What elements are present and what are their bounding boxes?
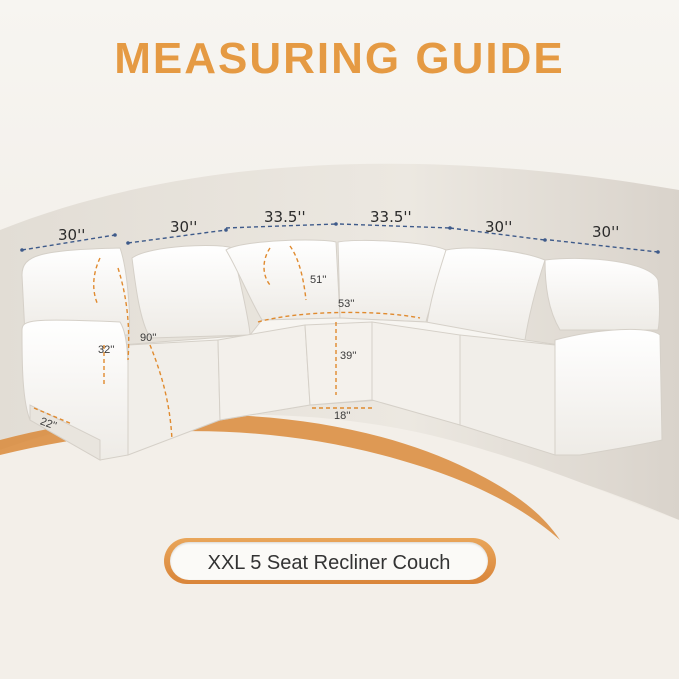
label-corner-depth: 18'' (334, 410, 351, 422)
dimension-label-right-arm-seat: 30'' (592, 223, 620, 241)
badge-inner: XXL 5 Seat Recliner Couch (170, 542, 488, 580)
badge-text: XXL 5 Seat Recliner Couch (207, 552, 451, 574)
dimension-label-left-arm-seat: 30'' (58, 226, 86, 244)
dimension-label-seat-3: 33.5'' (264, 208, 306, 226)
top-dimension-lines (21, 223, 659, 253)
label-seat-90: 90'' (140, 332, 157, 344)
product-badge: XXL 5 Seat Recliner Couch (164, 538, 514, 588)
label-corner-height: 39'' (340, 350, 357, 362)
dimension-label-seat-4: 33.5'' (370, 208, 412, 226)
page-title: MEASURING GUIDE (114, 34, 565, 83)
top-dimension-ticks (20, 222, 660, 254)
label-corner-seat-width: 53'' (338, 298, 355, 310)
label-corner-back-height: 51'' (310, 274, 327, 286)
dimension-label-seat-5: 30'' (485, 218, 513, 236)
label-arm-front-height: 32'' (98, 344, 115, 356)
orange-measure-lines (33, 245, 421, 441)
dimension-label-seat-2: 30'' (170, 218, 198, 236)
sectional-sofa (21, 239, 663, 461)
